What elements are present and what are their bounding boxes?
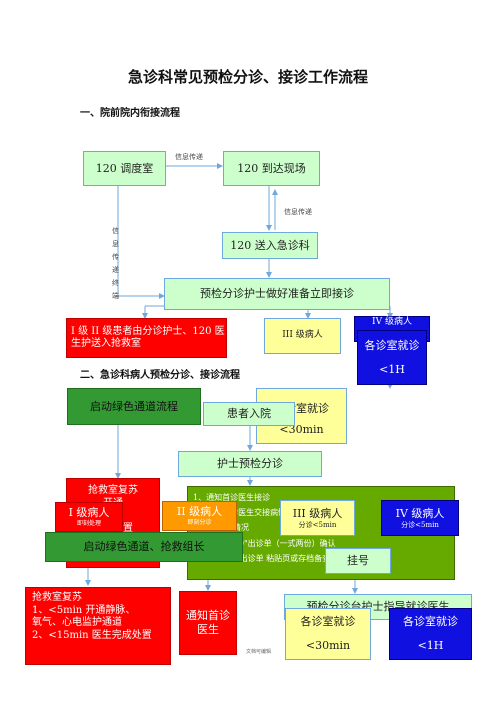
nurse-triage-box: 护士预检分诊 [178,451,322,477]
level-note: 即刻分诊 [187,519,212,527]
triage-ready-box: 预检分诊护士做好准备立即接诊 [164,278,390,310]
er-visit-time: <30min [279,423,324,437]
level-2-patient-box: II 级病人 即刻分诊 [162,501,237,531]
info-terminal-label: 信 息 传 递 终 端 [112,225,124,303]
level-note: 分诊<5min [298,520,337,529]
level-3-patient-box: III 级病人 分诊<5min [280,500,355,536]
level-note: 即刻处理 [76,520,101,528]
section-heading-2: 二、急诊科病人预检分诊、接诊流程 [80,370,240,381]
level-title: I 级病人 [68,506,110,520]
info-char: 信 [112,227,119,235]
er-visit-time: <1H [417,639,444,652]
dispatch-center-box: 120 调度室 [83,151,166,186]
register-box: 挂号 [325,548,391,574]
level-note: 分诊<5min [401,520,439,529]
level-title: IV 级病人 [395,506,445,520]
er-visit-1h-box-2: 各诊室就诊 <1H [389,608,472,660]
patient-admitted-box: 患者入院 [203,402,295,426]
green-channel-box: 启动绿色通道流程 [67,388,201,425]
er-visit-1h-box: 各诊室就诊 <1H [357,330,427,385]
er-visit-title: 各诊室就诊 [403,615,458,629]
green-channel-leader-box: 启动绿色通道、抢救组长 [45,532,243,562]
er-visit-time: <30min [305,639,351,652]
er-visit-title: 各诊室就诊 [300,615,356,629]
notify-doctor-box: 通知首诊 医生 [179,591,237,655]
info-char: 终 [112,279,119,287]
info-transfer-label-2: 信息传递 [284,208,312,216]
info-char: 递 [112,266,119,274]
info-char: 端 [112,292,119,300]
footer-note: 文档可编辑 [246,649,272,655]
er-visit-title: 各诊室就诊 [364,338,420,352]
level-4-patient-box: IV 级病人 分诊<5min [381,500,459,536]
er-visit-30min-box: 各诊室就诊 <30min [256,388,347,444]
level-3-box: III 级病人 [264,318,341,354]
er-visit-time: <1H [379,362,405,376]
level-1-patient-box: I 级病人 即刻处理 [55,502,123,532]
rescue-steps-box: 抢救室复苏 1、<5min 开通静脉、 氧气、心电监护通道 2、<15min 医… [25,587,171,665]
level-title: III 级病人 [292,506,343,520]
page-title: 急诊科常见预检分诊、接诊工作流程 [127,68,368,86]
level-1-2-escort-box: I 级 II 级患者由分诊护士、120 医生护送入抢救室 [66,318,227,358]
er-visit-30min-box-2: 各诊室就诊 <30min [285,608,371,660]
info-transfer-label-1: 信息传递 [175,153,203,161]
info-char: 传 [112,253,119,261]
section-heading-1: 一、院前院内衔接流程 [80,108,180,119]
send-to-er-box: 120 送入急诊科 [222,232,318,259]
arrive-scene-box: 120 到达现场 [223,151,320,186]
info-char: 息 [112,240,119,248]
level-title: II 级病人 [176,505,223,519]
